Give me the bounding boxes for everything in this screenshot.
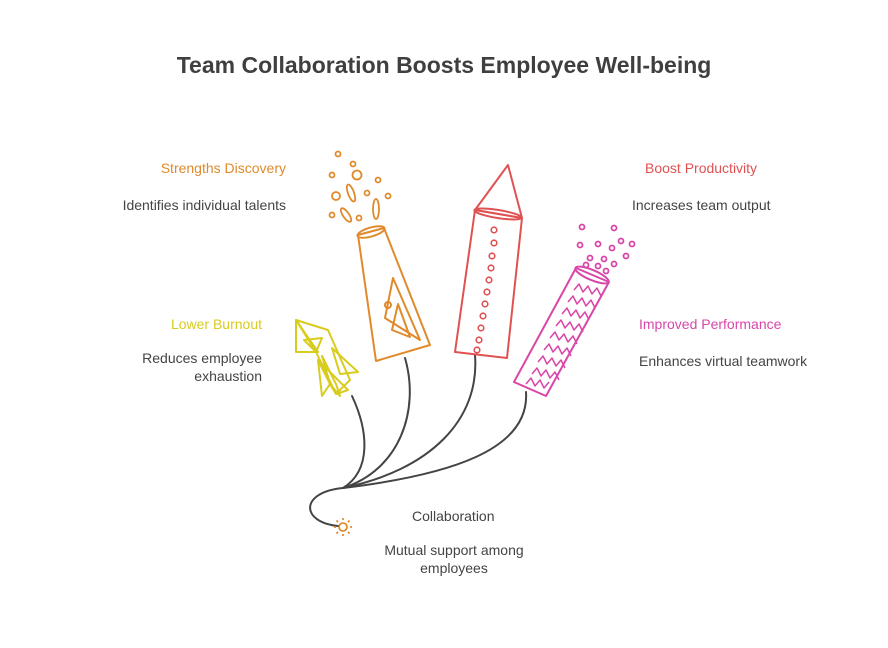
firework-tube-icon (513, 265, 610, 397)
rocket-dots (473, 226, 498, 354)
strengths-label: Strengths Discovery (160, 160, 286, 176)
burnout-label: Lower Burnout (170, 316, 262, 332)
page-title: Team Collaboration Boosts Employee Well-… (176, 52, 712, 78)
performance-label: Improved Performance (639, 316, 782, 332)
performance-desc: Enhances virtual teamwork (639, 353, 808, 369)
firework-cone-icon (356, 225, 431, 362)
fuse-performance (342, 391, 528, 489)
collaboration-desc: Mutual support among employees (384, 542, 524, 576)
fuse-burnout (342, 395, 366, 489)
rocket-icon (295, 319, 359, 397)
spark-particles-orange (328, 150, 392, 223)
fuse-spark-icon (334, 518, 352, 536)
productivity-desc: Increases team output (632, 197, 771, 213)
productivity-label: Boost Productivity (645, 160, 758, 176)
collaboration-label: Collaboration (412, 508, 495, 524)
burnout-desc: Reduces employee exhaustion (142, 350, 262, 384)
spark-particles-pink (576, 223, 636, 275)
fuse-productivity (342, 354, 477, 489)
strengths-desc: Identifies individual talents (122, 197, 286, 213)
tube-zigzag (525, 283, 602, 389)
fuse-lines (309, 354, 528, 527)
firework-rocket-icon (454, 164, 523, 359)
fuse-tail (309, 487, 344, 527)
fuse-strengths (342, 357, 411, 489)
